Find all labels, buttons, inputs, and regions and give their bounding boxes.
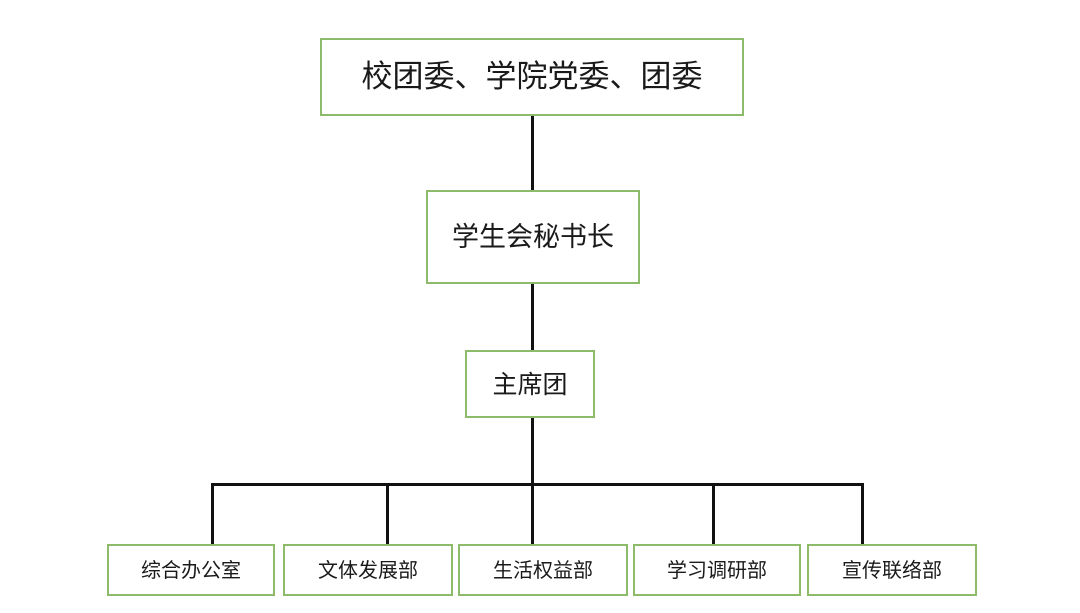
department-label: 文体发展部 bbox=[318, 558, 418, 582]
department-label: 综合办公室 bbox=[141, 558, 241, 582]
connector-drop-dept-4 bbox=[712, 483, 715, 544]
node-top-committee-label: 校团委、学院党委、团委 bbox=[361, 58, 703, 95]
connector-presidium-to-bus bbox=[531, 418, 534, 485]
node-department-culture-sports: 文体发展部 bbox=[283, 544, 453, 596]
node-secretary-general: 学生会秘书长 bbox=[426, 190, 640, 284]
connector-drop-dept-3 bbox=[531, 483, 534, 544]
department-label: 学习调研部 bbox=[667, 558, 767, 582]
connector-drop-dept-1 bbox=[211, 483, 214, 544]
node-secretary-general-label: 学生会秘书长 bbox=[452, 221, 614, 253]
node-department-general-office: 综合办公室 bbox=[107, 544, 275, 596]
node-department-study-research: 学习调研部 bbox=[633, 544, 801, 596]
department-label: 宣传联络部 bbox=[842, 558, 942, 582]
node-department-publicity-liaison: 宣传联络部 bbox=[807, 544, 977, 596]
node-presidium-label: 主席团 bbox=[492, 369, 568, 399]
node-top-committee: 校团委、学院党委、团委 bbox=[320, 38, 744, 116]
connector-drop-dept-5 bbox=[861, 483, 864, 544]
connector-secretary-to-presidium bbox=[531, 284, 534, 350]
connector-drop-dept-2 bbox=[386, 483, 389, 544]
connector-horizontal-bus bbox=[211, 483, 864, 486]
node-department-life-rights: 生活权益部 bbox=[458, 544, 628, 596]
node-presidium: 主席团 bbox=[465, 350, 595, 418]
connector-top-to-secretary bbox=[531, 116, 534, 190]
department-label: 生活权益部 bbox=[493, 558, 593, 582]
